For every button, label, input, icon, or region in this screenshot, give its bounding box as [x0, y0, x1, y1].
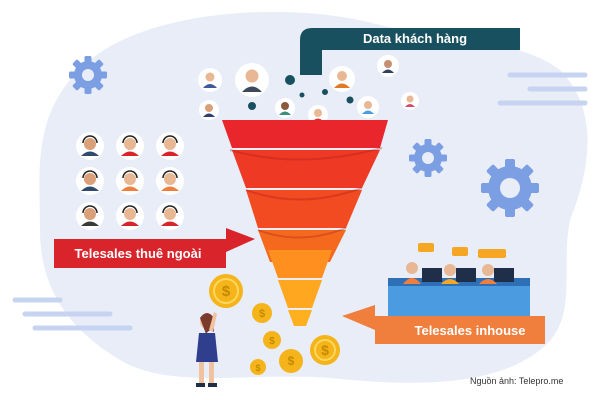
call-center-desk-icon — [388, 243, 530, 318]
svg-text:$: $ — [321, 342, 329, 358]
gear-icon — [481, 159, 539, 217]
data-source-label: Data khách hàng — [362, 31, 468, 46]
coin-icon: $ — [250, 359, 266, 375]
svg-text:$: $ — [255, 363, 260, 373]
gear-icon — [69, 56, 107, 94]
data-banner-bg — [300, 28, 520, 75]
headset-agent-icon — [76, 202, 104, 230]
coin-icon: $ — [263, 331, 281, 349]
outsourced-arrow — [54, 228, 255, 268]
arrow-right-icon — [342, 305, 375, 330]
customer-avatar-icon — [357, 96, 379, 118]
woman-holding-coin-icon — [196, 312, 218, 387]
customer-avatar-icon — [401, 92, 419, 110]
svg-text:$: $ — [288, 354, 295, 368]
svg-text:$: $ — [269, 336, 275, 347]
headset-agent-icon — [116, 167, 144, 195]
customer-avatar-icon — [377, 55, 399, 77]
arrow-right-icon — [226, 228, 255, 252]
coin-icon: $ — [279, 349, 303, 373]
svg-text:$: $ — [222, 283, 231, 300]
headset-agent-icon — [156, 202, 184, 230]
inhouse-arrow — [342, 305, 545, 344]
gear-icon — [409, 139, 447, 177]
headset-agent-icon — [76, 167, 104, 195]
customer-avatar-icon — [275, 98, 295, 118]
coin-icon: $ — [209, 274, 243, 308]
inhouse-label: Telesales inhouse — [414, 323, 526, 338]
decor-lines — [12, 72, 588, 331]
coins: $ $ $ $ $ $ — [209, 274, 340, 375]
headset-agent-icon — [156, 132, 184, 160]
headset-agent-icon — [116, 132, 144, 160]
outsourced-agents — [76, 132, 184, 230]
coin-icon: $ — [310, 335, 340, 365]
headset-agent-icon — [156, 167, 184, 195]
customer-avatar-icon — [235, 63, 269, 97]
headset-agent-icon — [76, 132, 104, 160]
headset-agent-icon — [116, 202, 144, 230]
svg-text:$: $ — [259, 308, 265, 320]
customer-avatar-icon — [199, 100, 219, 120]
customer-avatar-icon — [198, 68, 222, 92]
image-credit: Nguồn ảnh: Telepro.me — [470, 376, 564, 386]
outsourced-label: Telesales thuê ngoài — [74, 246, 202, 261]
coin-icon: $ — [252, 303, 272, 323]
sales-funnel — [222, 120, 388, 326]
customer-avatar-icon — [329, 66, 355, 92]
